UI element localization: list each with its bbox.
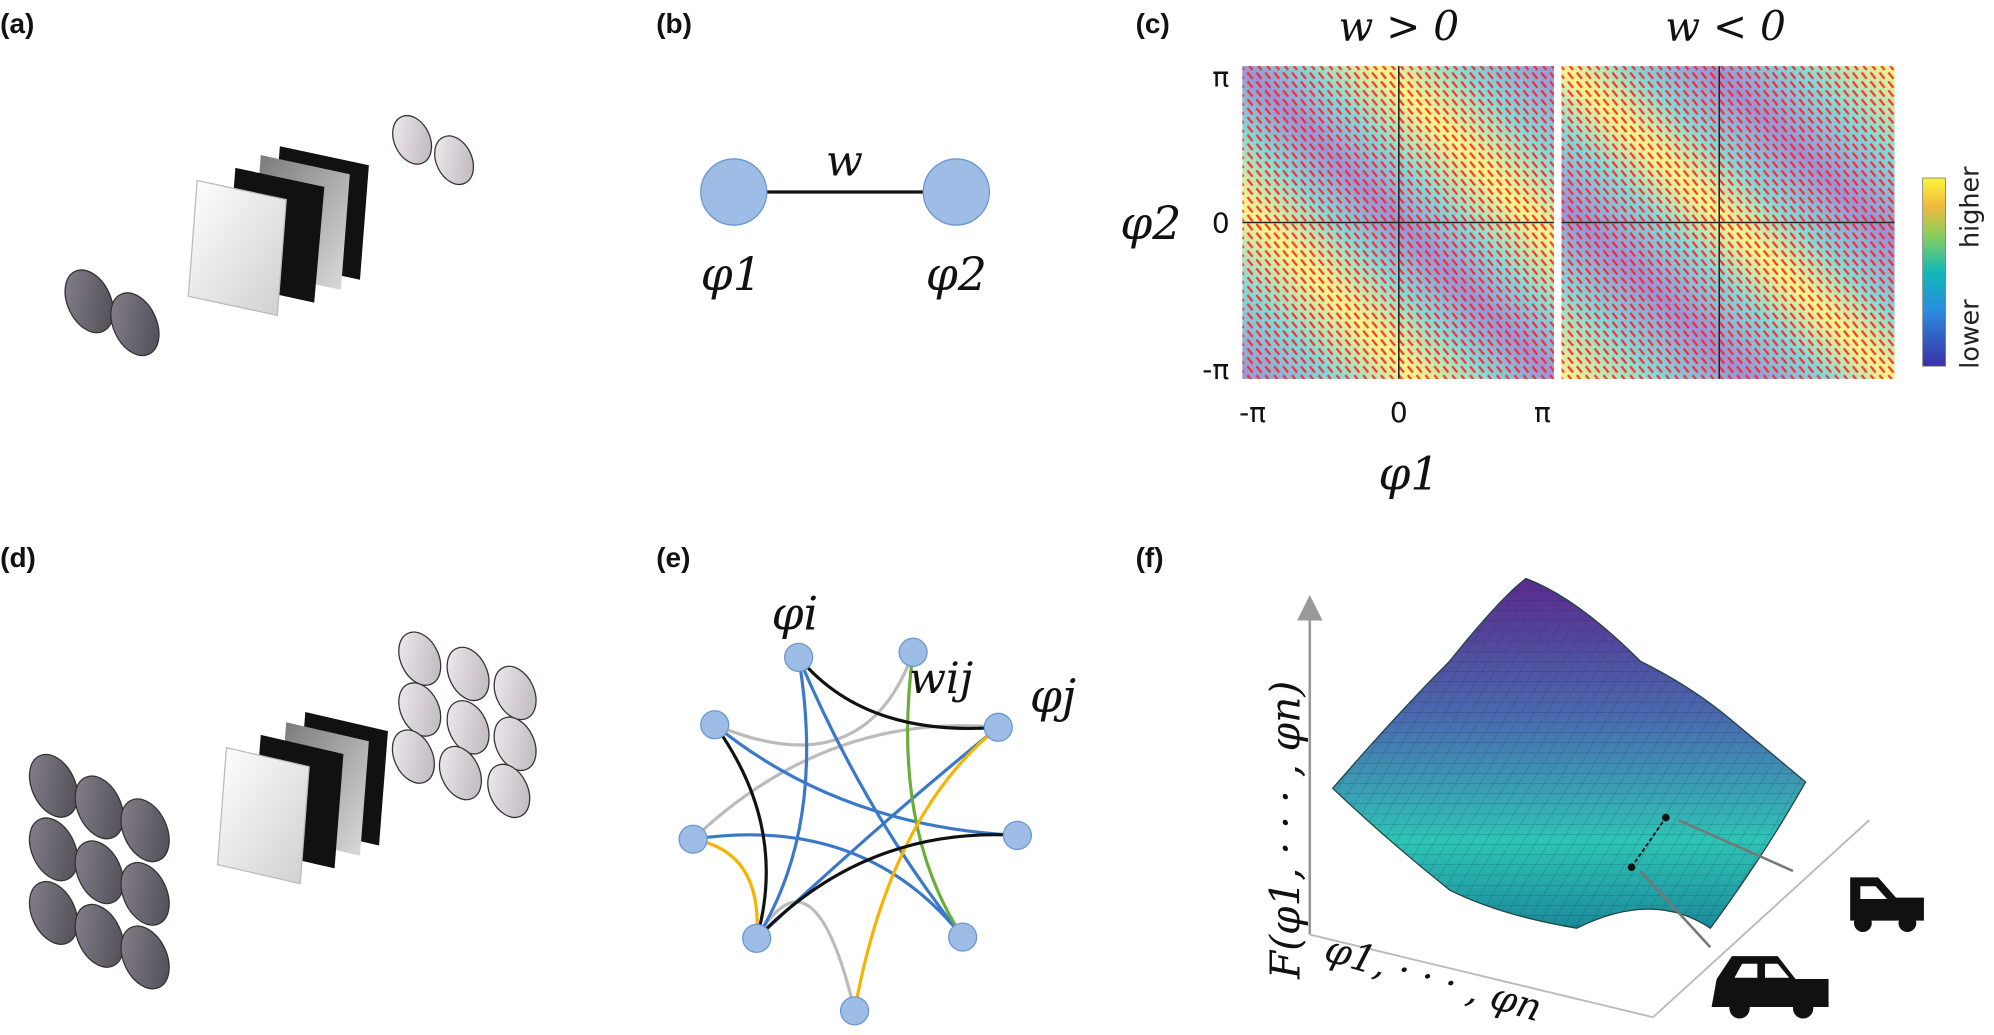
node xyxy=(983,712,1013,742)
y-tick-0: 0 xyxy=(1212,207,1230,240)
x-axis-label: φ1 xyxy=(1378,448,1439,501)
car-icon xyxy=(1850,877,1924,933)
two-node-graph: w φ1 φ2 xyxy=(700,136,991,301)
node xyxy=(700,710,730,740)
x-tick-pi: π xyxy=(1534,396,1551,429)
node xyxy=(742,923,772,953)
node xyxy=(839,996,870,1026)
edge-weight-label: w xyxy=(826,136,863,186)
node xyxy=(948,922,978,952)
energy-landscape xyxy=(1297,577,1924,1019)
panel-label-b: (b) xyxy=(656,8,692,39)
heatmap-title-negative: w < 0 xyxy=(1665,3,1786,51)
energy-heatmaps: w > 0 w < 0 π 0 -π -π 0 π φ1 φ2 higher l… xyxy=(1120,3,1984,501)
y-tick-pi: π xyxy=(1212,60,1229,93)
optical-setup-a xyxy=(64,114,475,357)
panel-label-c: (c) xyxy=(1136,8,1170,39)
node-label-phi1: φ1 xyxy=(701,248,762,301)
node-label-phi-j: φj xyxy=(1030,670,1076,723)
heatmap-title-positive: w > 0 xyxy=(1338,3,1459,51)
z-axis-label: F(φ1, · · · , φn) xyxy=(1262,681,1310,980)
node-label-phi-i: φi xyxy=(771,587,818,640)
node xyxy=(678,824,708,854)
y-tick-neg-pi: -π xyxy=(1202,353,1229,386)
node-phi2 xyxy=(922,158,991,226)
y-axis-label: φ2 xyxy=(1120,197,1181,250)
panel-label-f: (f) xyxy=(1136,542,1164,573)
panel-label-e: (e) xyxy=(656,542,690,573)
node xyxy=(1002,820,1032,850)
colorbar-low-label: lower xyxy=(1955,299,1985,369)
node-phi1 xyxy=(700,158,768,226)
node xyxy=(898,637,928,667)
colorbar xyxy=(1922,177,1946,367)
edge-label-wij: wij xyxy=(909,654,973,704)
optical-setup-d xyxy=(28,631,537,990)
network-graph xyxy=(678,637,1032,1026)
x-tick-0: 0 xyxy=(1390,396,1408,429)
node xyxy=(784,642,814,672)
panel-label-a: (a) xyxy=(0,8,34,39)
x-axis-label-f: φ1, · · · , φn xyxy=(1320,926,1547,1030)
colorbar-high-label: higher xyxy=(1955,166,1985,248)
car-icon xyxy=(1711,956,1829,1019)
x-tick-neg-pi: -π xyxy=(1239,396,1266,429)
node-label-phi2: φ2 xyxy=(926,248,987,301)
panel-label-d: (d) xyxy=(0,542,36,573)
